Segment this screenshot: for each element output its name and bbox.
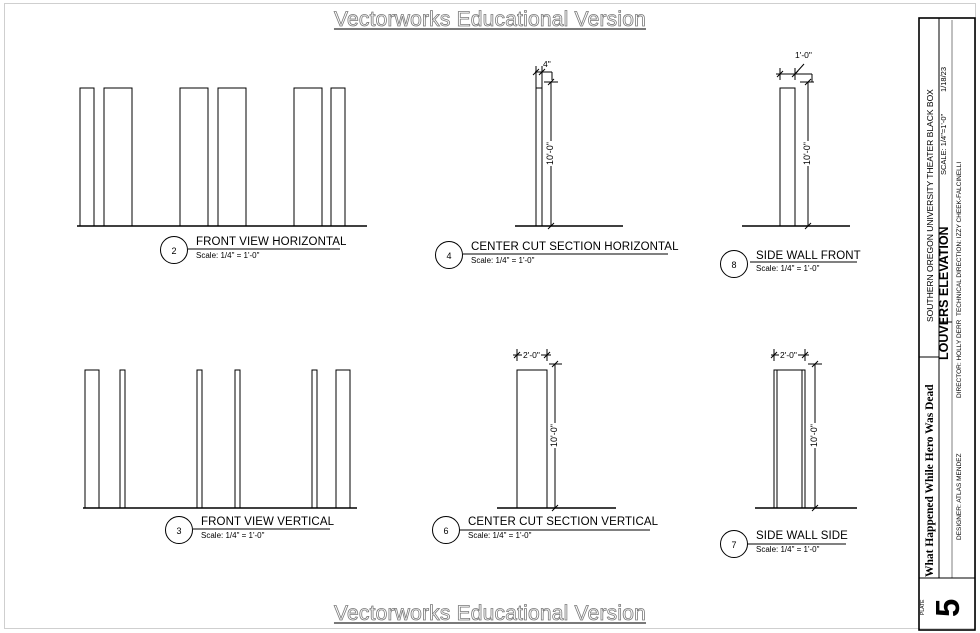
view-7-elevation — [748, 349, 857, 545]
title-block-date: 1/18/23 — [939, 66, 948, 92]
louver-panel — [234, 369, 241, 509]
view-4-section — [463, 66, 668, 255]
view-4-height-dimension: 10'-0" — [545, 141, 555, 166]
title-block-lines — [918, 17, 976, 631]
louver-panel — [293, 87, 323, 227]
louver-panel — [179, 87, 209, 227]
view-4-marker: 4 — [435, 241, 463, 269]
title-block-plate-number: 5 — [929, 598, 966, 617]
view-6-width-dimension: 2'-0" — [522, 350, 541, 360]
watermark-bottom: Vectorworks Educational Version — [333, 602, 647, 626]
view-6-height-dimension: 10'-0" — [549, 423, 559, 448]
view-8-marker: 8 — [720, 250, 748, 278]
title-block-technical-direction: TECHNICAL DIRECTION: IZZY CHEEK-FALCINEL… — [956, 161, 963, 316]
louver-panel — [196, 369, 203, 509]
view-4-width-dimension: 4" — [543, 59, 551, 69]
view-7-height-dimension: 10'-0" — [809, 423, 819, 448]
view-2-elevation — [77, 87, 367, 250]
view-8-scale: Scale: 1/4" = 1'-0" — [756, 264, 820, 273]
title-block-director: DIRECTOR: HOLLY DERR — [956, 319, 963, 398]
view-2-marker: 2 — [160, 236, 188, 264]
louver-section — [535, 87, 543, 227]
louver-panel — [335, 369, 351, 509]
watermark-top: Vectorworks Educational Version — [333, 8, 647, 32]
view-4-title: CENTER CUT SECTION HORIZONTAL — [471, 241, 679, 253]
view-3-title: FRONT VIEW VERTICAL — [201, 516, 335, 528]
title-block-designer: DESIGNER: ATLAS MENDEZ — [956, 453, 963, 540]
louver-panel — [330, 87, 346, 227]
view-3-scale: Scale: 1/4" = 1'-0" — [201, 531, 265, 540]
louver-panel — [119, 369, 126, 509]
view-7-title: SIDE WALL SIDE — [756, 530, 848, 542]
view-6-title: CENTER CUT SECTION VERTICAL — [468, 516, 659, 528]
title-block-plate-label: PLATE — [920, 599, 926, 615]
view-4-scale: Scale: 1/4" = 1'-0" — [471, 256, 535, 265]
title-block-venue: SOUTHERN OREGON UNIVERSITY THEATER BLACK… — [925, 89, 935, 322]
louver-section — [516, 369, 548, 509]
view-7-scale: Scale: 1/4" = 1'-0" — [756, 545, 820, 554]
louver-panel — [779, 87, 796, 227]
view-8-width-dimension: 1'-0" — [795, 50, 812, 60]
view-6-scale: Scale: 1/4" = 1'-0" — [468, 531, 532, 540]
view-8-height-dimension: 10'-0" — [802, 141, 812, 166]
louver-panel — [84, 369, 100, 509]
view-2-title: FRONT VIEW HORIZONTAL — [196, 236, 347, 248]
louver-panel — [311, 369, 318, 509]
louver-panel — [79, 87, 95, 227]
view-8-title: SIDE WALL FRONT — [756, 250, 861, 262]
view-2-scale: Scale: 1/4" = 1'-0" — [196, 251, 260, 260]
view-3-marker: 3 — [165, 516, 193, 544]
view-8-elevation — [742, 63, 857, 263]
view-7-width-dimension: 2'-0" — [779, 350, 798, 360]
view-7-marker: 7 — [720, 530, 748, 558]
view-6-marker: 6 — [432, 516, 460, 544]
louver-panel — [103, 87, 133, 227]
title-block-show-title: What Happened While Hero Was Dead — [924, 384, 936, 577]
view-3-elevation — [83, 369, 357, 530]
louver-panel — [217, 87, 247, 227]
title-block-drawing-title: LOUVERS ELEVATION — [937, 226, 951, 360]
title-block-scale: SCALE: 1/4"=1'-0" — [939, 113, 948, 175]
